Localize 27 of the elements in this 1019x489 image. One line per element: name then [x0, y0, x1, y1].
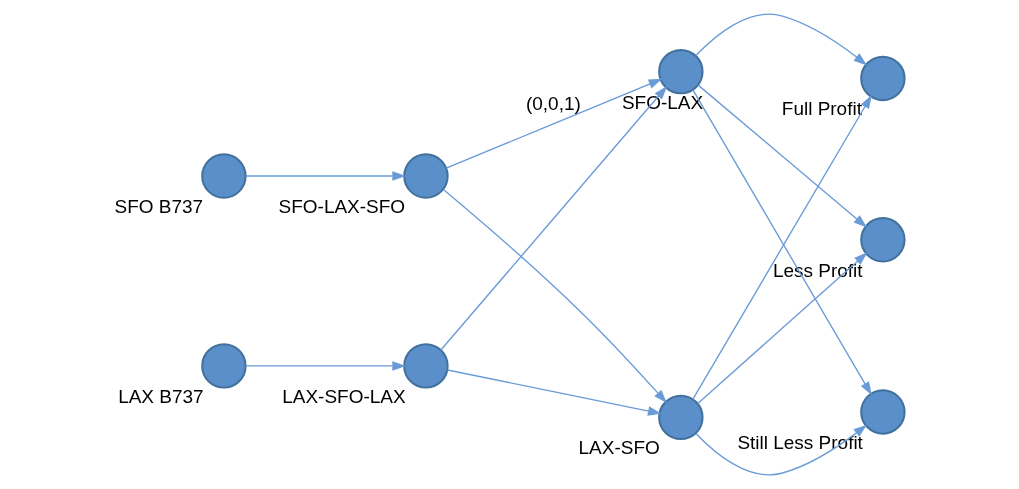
- edge-label: (0,0,1): [525, 92, 581, 114]
- node-circle: [657, 394, 704, 441]
- arrow: [244, 361, 406, 371]
- node-circle: [859, 389, 906, 435]
- arrow: [445, 78, 662, 169]
- arrow: [694, 13, 867, 66]
- arrow: [244, 171, 406, 181]
- node-circle: [402, 153, 449, 199]
- node-circle: [200, 153, 247, 199]
- node-label: Full Profit: [781, 98, 862, 120]
- node-label: LAX-SFO-LAX: [281, 385, 406, 407]
- node-circle: [859, 55, 906, 102]
- node-circle: [657, 48, 704, 95]
- node-label: Less Profit: [772, 259, 863, 281]
- node-label: LAX B737: [117, 385, 204, 407]
- arrow: [446, 369, 662, 416]
- node-circle: [859, 217, 906, 263]
- node-label: SFO-LAX-SFO: [278, 195, 405, 217]
- arrow: [694, 424, 867, 476]
- arrow: [439, 85, 667, 351]
- node-circle: [200, 343, 247, 389]
- node-label: LAX-SFO: [578, 437, 660, 459]
- arrow: [697, 84, 867, 228]
- arrow: [696, 252, 867, 405]
- node-label: SFO B737: [114, 195, 203, 217]
- node-circle: [402, 343, 449, 389]
- arrow: [442, 188, 667, 404]
